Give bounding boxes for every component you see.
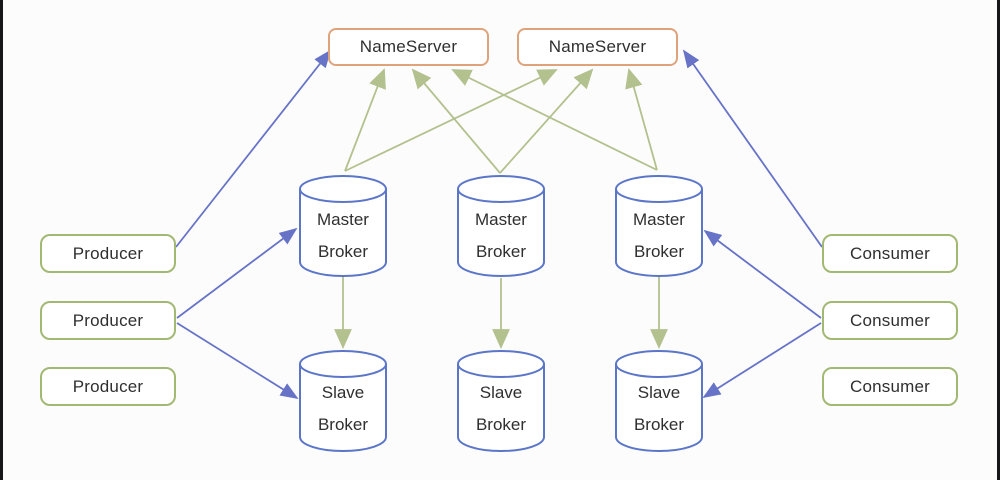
slave-broker-2-cylinder xyxy=(457,350,545,452)
edge-consumer-2-to-master-broker-3 xyxy=(703,229,822,319)
screen-right-edge xyxy=(997,0,1000,480)
slave-broker-3-line2: Broker xyxy=(633,415,685,434)
master-broker-1-line2: Broker xyxy=(317,242,369,261)
master-broker-2-line1: Master xyxy=(475,210,527,229)
master-broker-2-label: Master Broker xyxy=(457,204,545,268)
master-broker-1-label: Master Broker xyxy=(299,204,387,268)
edge-consumer-1-to-nameserver-2 xyxy=(682,49,823,248)
slave-broker-1-line1: Slave xyxy=(321,383,365,402)
nameserver-1-label: NameServer xyxy=(359,37,458,56)
edge-producer-2-to-slave-broker-1 xyxy=(176,322,299,399)
edge-master-broker-3-to-nameserver-2 xyxy=(625,68,658,171)
producer-2-label: Producer xyxy=(72,310,144,330)
edge-producer-1-to-nameserver-1 xyxy=(175,49,332,248)
producer-1-node: Producer xyxy=(40,234,176,273)
nameserver-1-node: NameServer xyxy=(328,28,489,66)
consumer-1-node: Consumer xyxy=(822,234,958,273)
master-broker-3-label: Master Broker xyxy=(615,204,703,268)
slave-broker-1-cylinder xyxy=(299,350,387,452)
producer-3-node: Producer xyxy=(40,367,176,406)
master-broker-2-line2: Broker xyxy=(475,242,527,261)
edges-layer xyxy=(175,49,823,399)
edge-consumer-2-to-slave-broker-3 xyxy=(702,322,822,398)
master-broker-3-cylinder xyxy=(615,175,703,277)
slave-broker-3-label: Slave Broker xyxy=(615,377,703,441)
edge-producer-2-to-master-broker-1 xyxy=(176,227,298,319)
edge-master-broker-3-to-nameserver-1 xyxy=(451,69,658,171)
slave-broker-3-cylinder xyxy=(615,350,703,452)
edge-master-broker-1-to-nameserver-2 xyxy=(344,69,558,172)
producer-2-node: Producer xyxy=(40,301,176,340)
producer-3-label: Producer xyxy=(72,376,144,396)
consumer-2-label: Consumer xyxy=(849,310,931,330)
slave-broker-1-line2: Broker xyxy=(317,415,369,434)
consumer-3-label: Consumer xyxy=(849,376,931,396)
edge-master-broker-2-to-nameserver-2 xyxy=(499,68,594,174)
master-broker-2-cylinder xyxy=(457,175,545,277)
master-broker-3-line2: Broker xyxy=(633,242,685,261)
master-broker-3-line1: Master xyxy=(633,210,685,229)
nameserver-2-label: NameServer xyxy=(548,37,647,56)
screen-left-edge xyxy=(0,0,3,480)
edge-master-broker-1-to-nameserver-1 xyxy=(344,68,386,172)
consumer-2-node: Consumer xyxy=(822,301,958,340)
slave-broker-3-line1: Slave xyxy=(637,383,681,402)
master-broker-1-cylinder xyxy=(299,175,387,277)
nameserver-2-node: NameServer xyxy=(517,28,678,66)
producer-1-label: Producer xyxy=(72,243,144,263)
slave-broker-1-label: Slave Broker xyxy=(299,377,387,441)
edge-master-broker-2-to-nameserver-1 xyxy=(411,68,501,174)
consumer-1-label: Consumer xyxy=(849,243,931,263)
slave-broker-2-label: Slave Broker xyxy=(457,377,545,441)
master-broker-1-line1: Master xyxy=(317,210,369,229)
slave-broker-2-line1: Slave xyxy=(479,383,523,402)
consumer-3-node: Consumer xyxy=(822,367,958,406)
slave-broker-2-line2: Broker xyxy=(475,415,527,434)
